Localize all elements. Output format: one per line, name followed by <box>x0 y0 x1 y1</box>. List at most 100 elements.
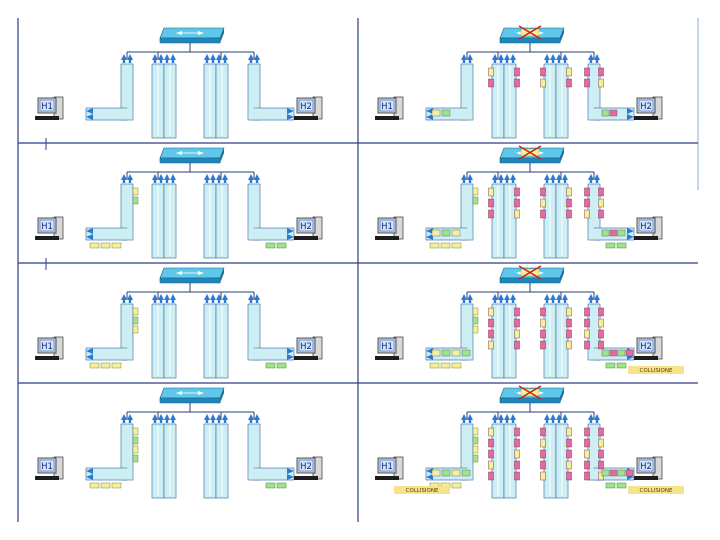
up-arrow-icon <box>217 299 221 303</box>
up-arrow-icon <box>468 179 472 183</box>
up-arrow-icon <box>544 54 550 60</box>
up-arrow-icon <box>205 179 209 183</box>
up-arrow-icon <box>505 59 509 63</box>
frame-box <box>441 469 451 477</box>
up-arrow-icon <box>550 414 556 420</box>
up-arrow-icon <box>504 294 510 300</box>
up-arrow-icon <box>159 419 163 423</box>
frame-box <box>609 109 618 117</box>
up-arrow-icon <box>562 414 568 420</box>
frame-box <box>472 436 479 445</box>
frame-box <box>514 209 520 219</box>
up-arrow-icon <box>217 59 221 63</box>
up-arrow-icon <box>164 174 170 180</box>
frame-box <box>625 349 634 357</box>
frame-box <box>514 449 520 459</box>
cable-right-joint <box>588 348 600 360</box>
up-arrow-icon <box>255 59 259 63</box>
frame-box <box>132 307 139 316</box>
cross-icon <box>518 25 542 40</box>
computer-screen <box>379 339 395 352</box>
hub-side <box>220 388 224 403</box>
frame-box <box>431 469 441 477</box>
host-label: H1 <box>381 462 393 472</box>
frame-box <box>100 362 111 369</box>
frame-box <box>584 449 590 459</box>
cable-right-joint <box>588 108 600 120</box>
up-arrow-icon <box>205 419 209 423</box>
frame-box <box>441 349 451 357</box>
keyboard-icon <box>634 476 658 480</box>
frame-box <box>566 307 572 317</box>
up-arrow-icon <box>204 54 210 60</box>
frame-box <box>598 78 604 88</box>
up-arrow-icon <box>505 299 509 303</box>
frame-box <box>584 78 590 88</box>
up-arrow-icon <box>121 294 127 300</box>
frame-box <box>132 187 139 196</box>
keyboard-icon <box>35 356 59 360</box>
up-arrow-icon <box>170 414 176 420</box>
up-arrow-icon <box>153 299 157 303</box>
up-arrow-icon <box>152 294 158 300</box>
frame-box <box>598 438 604 448</box>
frame-box <box>132 316 139 325</box>
left-arrow-icon <box>426 468 433 474</box>
frame-box <box>276 242 287 249</box>
frame-box <box>514 187 520 197</box>
frame-box <box>132 427 139 436</box>
up-arrow-icon <box>461 294 467 300</box>
host-label: H1 <box>381 102 393 112</box>
right-arrow-icon <box>287 474 294 480</box>
frame-box <box>584 471 590 481</box>
up-arrow-icon <box>511 299 515 303</box>
frame-box <box>451 242 462 249</box>
up-arrow-icon <box>589 59 593 63</box>
frame-box <box>584 438 590 448</box>
frame-box <box>584 67 590 77</box>
frame-box <box>598 329 604 339</box>
right-arrow-icon <box>627 228 634 234</box>
computer-screen <box>379 459 395 472</box>
up-arrow-icon <box>563 59 567 63</box>
host-label: H2 <box>300 222 312 232</box>
frame-box <box>111 242 122 249</box>
hub-front <box>499 157 561 164</box>
up-arrow-icon <box>127 54 133 60</box>
frame-box <box>488 329 494 339</box>
up-arrow-icon <box>164 54 170 60</box>
up-arrow-icon <box>510 414 516 420</box>
up-arrow-icon <box>170 54 176 60</box>
up-arrow-icon <box>492 174 498 180</box>
computer-icon: H2 <box>634 216 663 240</box>
up-arrow-icon <box>171 179 175 183</box>
right-arrow-icon <box>287 228 294 234</box>
frame-box <box>100 242 111 249</box>
cable-right-joint <box>248 468 260 480</box>
up-arrow-icon <box>122 419 126 423</box>
frame-box <box>472 427 479 436</box>
up-arrow-icon <box>551 179 555 183</box>
up-arrow-icon <box>170 174 176 180</box>
up-arrow-icon <box>595 179 599 183</box>
right-arrow-icon <box>287 468 294 474</box>
frame-box <box>461 469 471 477</box>
frame-box <box>132 325 139 334</box>
hub-icon <box>499 385 565 404</box>
frame-box <box>441 229 451 237</box>
frame-box <box>451 362 462 369</box>
up-arrow-icon <box>254 294 260 300</box>
host-label: H2 <box>640 222 652 232</box>
up-arrow-icon <box>557 299 561 303</box>
host-label: H2 <box>640 342 652 352</box>
up-arrow-icon <box>222 54 228 60</box>
keyboard-icon <box>294 476 318 480</box>
up-arrow-icon <box>492 414 498 420</box>
up-arrow-icon <box>249 59 253 63</box>
frame-box <box>584 340 590 350</box>
frame-box <box>472 196 479 205</box>
up-arrow-icon <box>595 59 599 63</box>
